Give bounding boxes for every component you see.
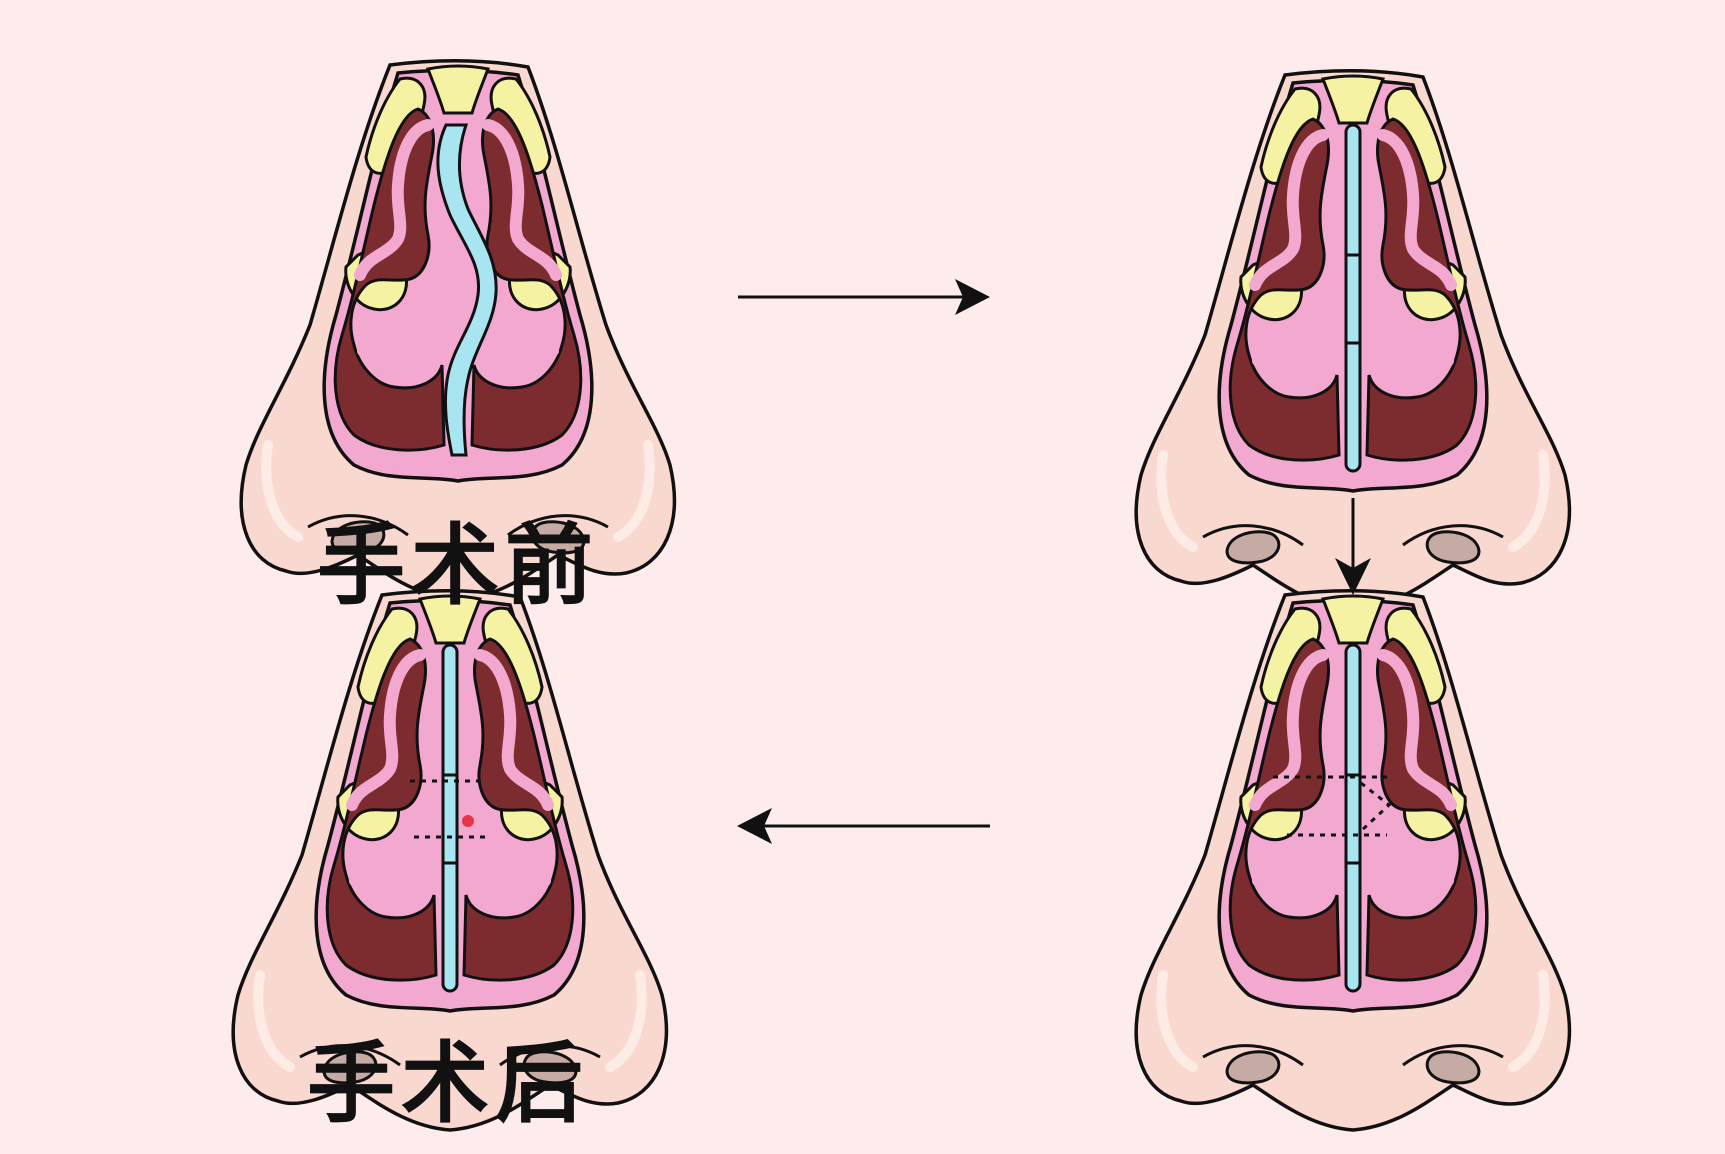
nose-after-surgery (233, 591, 666, 1130)
incision-dot (462, 815, 474, 827)
deviated-septum (436, 123, 498, 457)
arrow-right (738, 279, 990, 315)
resection-wedge (1359, 781, 1392, 833)
label-before-surgery: 手术前 (316, 514, 599, 617)
arrow-left (737, 808, 990, 844)
nose-before-surgery (241, 61, 674, 600)
nose-septum-marked (1136, 591, 1569, 1130)
label-after-surgery: 手术后 (306, 1032, 589, 1135)
arrow-down (1335, 498, 1371, 595)
